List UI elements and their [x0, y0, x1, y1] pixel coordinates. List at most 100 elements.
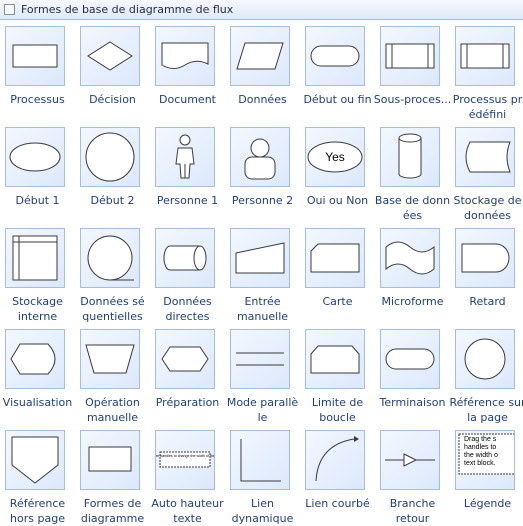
stencil-checkbox[interactable]	[4, 4, 15, 15]
shape-label: Limite de boucle	[311, 396, 364, 424]
shape-label: Microforme	[381, 295, 444, 308]
shape-label: Sous-proces...	[373, 93, 452, 106]
shape-item[interactable]: Données sé quentielles	[75, 222, 150, 323]
shape-item[interactable]: Carte	[300, 222, 375, 323]
shape-item[interactable]: Référence sur la page	[449, 323, 523, 424]
shape-label: Personne 1	[156, 194, 219, 207]
curved-link-icon	[305, 430, 365, 490]
shape-item[interactable]: Préparation	[150, 323, 225, 424]
shape-label: Référence hors page	[9, 497, 66, 525]
display-icon	[5, 329, 65, 389]
shape-item[interactable]: Document	[150, 20, 225, 121]
shape-label: Oui ou Non	[306, 194, 369, 207]
shape-item[interactable]: Mode parallè le	[225, 323, 300, 424]
internal-storage-icon	[5, 228, 65, 288]
preparation-icon	[155, 329, 215, 389]
shape-label: Stockage interne	[12, 295, 63, 323]
shape-item[interactable]: Lien dynamique	[225, 424, 300, 525]
data-icon	[230, 26, 290, 86]
shape-item[interactable]: Sous-proces...	[373, 20, 452, 121]
shape-label: Référence sur la page	[449, 396, 523, 424]
legend-text-1: Drag the s	[464, 436, 497, 443]
process-icon	[5, 26, 65, 86]
direct-data-icon	[155, 228, 215, 288]
shape-label: Branche retour	[389, 497, 436, 525]
yes-no-icon: Yes	[305, 127, 365, 187]
stencil-header[interactable]: Formes de base de diagramme de flux	[0, 0, 523, 20]
shape-label: Début 1	[15, 194, 60, 207]
shape-item[interactable]: Début ou fin	[300, 20, 375, 121]
auto-height-text-icon: Drag the size handles to change the widt…	[155, 430, 215, 490]
dynamic-link-icon	[230, 430, 290, 490]
shape-label: Carte	[322, 295, 353, 308]
shape-item[interactable]: Terminaison	[375, 323, 450, 424]
shape-item[interactable]: Lien courbé	[300, 424, 375, 525]
shape-item[interactable]: Microforme	[375, 222, 450, 323]
shape-item[interactable]: Visualisation	[0, 323, 75, 424]
shape-item[interactable]: Personne 2	[225, 121, 300, 222]
sequential-data-icon	[80, 228, 140, 288]
shape-label: Entrée manuelle	[236, 295, 289, 323]
shape-item[interactable]: Début 1	[0, 121, 75, 222]
card-icon	[305, 228, 365, 288]
legend-text-2: handles to	[464, 444, 496, 451]
person-1-icon	[155, 127, 215, 187]
shape-item[interactable]: Formes de diagramme	[75, 424, 150, 525]
shape-item[interactable]: Retard	[450, 222, 523, 323]
shape-item[interactable]: Début 2	[75, 121, 150, 222]
shape-item[interactable]: Stockage de données	[450, 121, 523, 222]
predefined-process-icon	[455, 26, 515, 86]
microform-icon	[380, 228, 440, 288]
shape-label: Préparation	[155, 396, 220, 409]
shape-label: Lien dynamique	[231, 497, 294, 525]
data-storage-icon	[455, 127, 515, 187]
shape-item[interactable]: Personne 1	[150, 121, 225, 222]
document-icon	[155, 26, 215, 86]
shape-label: Visualisation	[2, 396, 73, 409]
parallel-mode-icon	[230, 329, 290, 389]
shape-item[interactable]: Référence hors page	[0, 424, 75, 525]
shape-label: Données	[238, 93, 287, 106]
shape-label: Retard	[469, 295, 506, 308]
shape-label: Lien courbé	[305, 497, 370, 510]
stencil-title: Formes de base de diagramme de flux	[21, 3, 234, 16]
shape-label: Opération manuelle	[85, 396, 140, 424]
yes-text: Yes	[325, 150, 345, 164]
shape-item[interactable]: Données	[225, 20, 300, 121]
shape-item[interactable]: Opération manuelle	[75, 323, 150, 424]
shape-item[interactable]: Décision	[75, 20, 150, 121]
shape-item[interactable]: Drag the size handles to change the widt…	[150, 424, 225, 525]
auto-height-text: Drag the size handles to change the widt…	[156, 454, 214, 458]
shape-label: Formes de diagramme	[80, 497, 145, 525]
shape-label: Début ou fin	[303, 93, 372, 106]
shape-label: Mode parallè le	[226, 396, 299, 424]
manual-input-icon	[230, 228, 290, 288]
shape-label: Terminaison	[379, 396, 446, 409]
shape-item[interactable]: Base de donn ées	[375, 121, 450, 222]
shape-grid: Processus Décision Document Données Début ou…	[0, 20, 523, 526]
database-icon	[380, 127, 440, 187]
shape-label: Processus	[10, 93, 65, 106]
shape-label: Légende	[463, 497, 512, 510]
return-branch-icon	[380, 430, 440, 490]
shape-item[interactable]: Limite de boucle	[300, 323, 375, 424]
shape-label: Personne 2	[231, 194, 294, 207]
shape-label: Données sé quentielles	[80, 295, 145, 323]
shape-item[interactable]: Processus	[0, 20, 75, 121]
shape-item[interactable]: Processus pr édéfini	[450, 20, 523, 121]
shape-label: Données directes	[163, 295, 212, 323]
legend-text-4: text block.	[464, 460, 496, 467]
shape-label: Décision	[89, 93, 136, 106]
shape-label: Début 2	[90, 194, 135, 207]
shape-item[interactable]: Stockage interne	[0, 222, 75, 323]
shape-item[interactable]: Branche retour	[375, 424, 450, 525]
decision-icon	[80, 26, 140, 86]
shape-item[interactable]: Données directes	[150, 222, 225, 323]
circle-icon	[80, 127, 140, 187]
shape-label: Document	[159, 93, 216, 106]
shape-item[interactable]: Entrée manuelle	[225, 222, 300, 323]
